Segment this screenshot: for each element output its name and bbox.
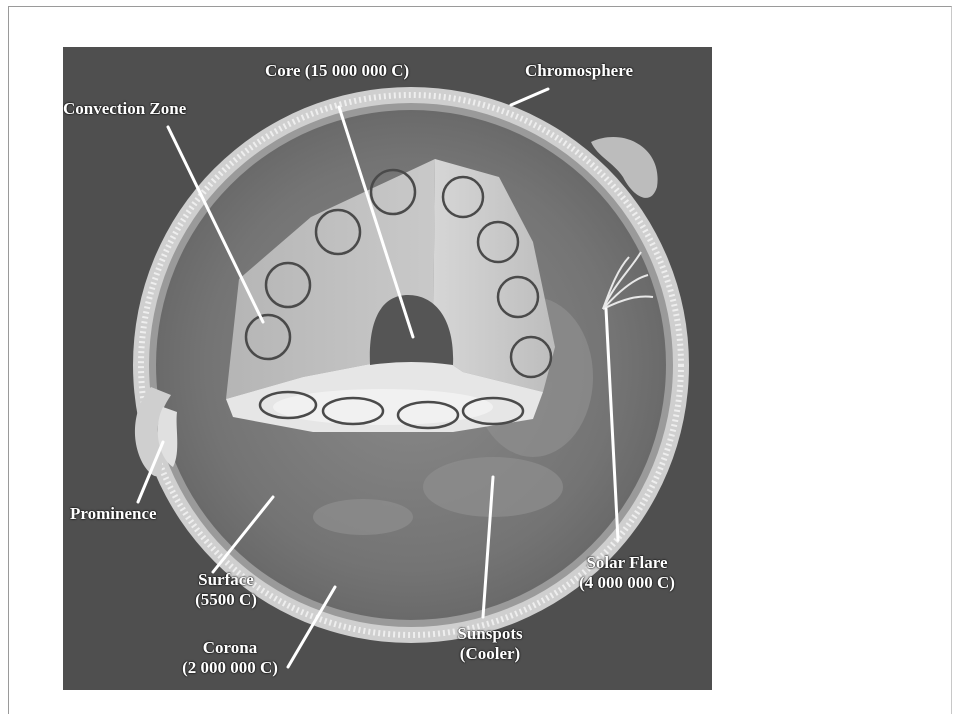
surface-label: Surface (5500 C)	[171, 570, 281, 610]
corona-label: Corona (2 000 000 C)	[145, 638, 315, 678]
prominence-label: Prominence	[70, 504, 157, 524]
corona-label-line1: Corona	[145, 638, 315, 658]
convection-zone-label: Convection Zone	[63, 99, 186, 119]
corona-label-line2: (2 000 000 C)	[145, 658, 315, 678]
solar-flare-label-line2: (4 000 000 C)	[542, 573, 712, 593]
core-label: Core (15 000 000 C)	[265, 61, 409, 81]
sunspots-label: Sunspots (Cooler)	[435, 624, 545, 664]
sun-illustration	[63, 47, 712, 690]
chromosphere-pointer	[511, 89, 548, 105]
sun-structure-diagram: Core (15 000 000 C) Chromosphere Convect…	[63, 47, 712, 690]
solar-flare-label-line1: Solar Flare	[542, 553, 712, 573]
solar-flare-label: Solar Flare (4 000 000 C)	[542, 553, 712, 593]
surface-label-line2: (5500 C)	[171, 590, 281, 610]
sunspots-label-line1: Sunspots	[435, 624, 545, 644]
surface-label-line1: Surface	[171, 570, 281, 590]
chromosphere-label: Chromosphere	[525, 61, 633, 81]
sunspots-label-line2: (Cooler)	[435, 644, 545, 664]
